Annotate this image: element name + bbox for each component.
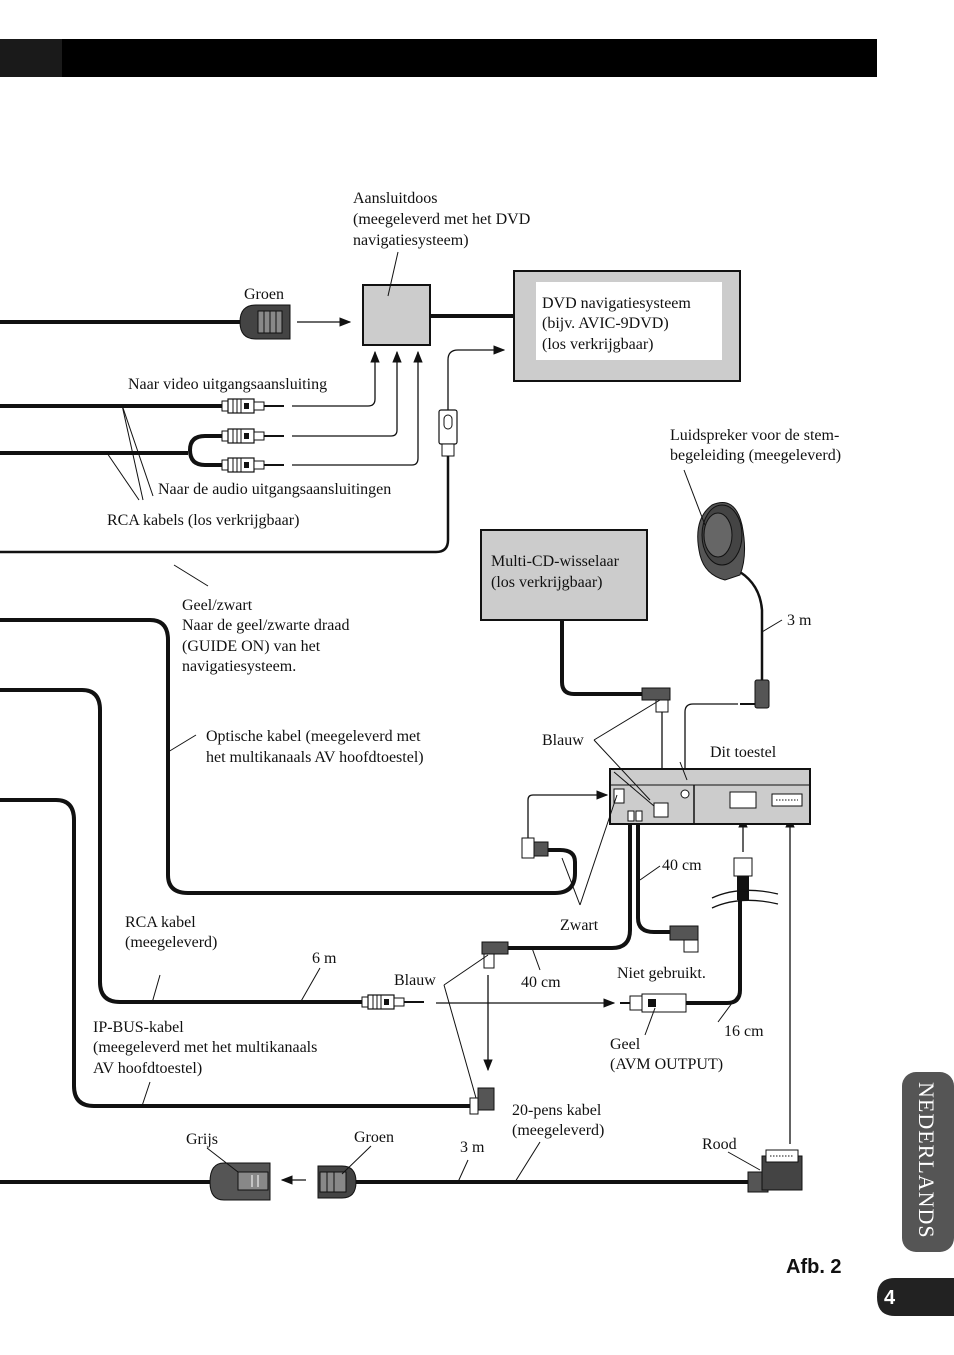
header-tab <box>0 39 62 77</box>
blauw-top-label: Blauw <box>542 732 584 749</box>
green-connector-top <box>239 304 291 340</box>
pin20-label: 20-pens kabel (meegeleverd) <box>512 1102 605 1139</box>
ipbus-plug-mid <box>481 941 509 969</box>
ipbus-cable <box>0 798 470 1108</box>
page-number-badge <box>877 1278 954 1316</box>
rca-6m-cable <box>0 688 362 1004</box>
speaker-label: Luidspreker voor de stem- begeleiding (m… <box>670 427 843 464</box>
speaker <box>697 502 746 581</box>
optical-label: Optische kabel (meegeleverd met het mult… <box>206 728 425 766</box>
geel-zwart-label: Geel/zwart Naar de geel/zwarte draad (GU… <box>182 597 353 675</box>
len-40-a-label: 40 cm <box>662 857 702 874</box>
junction-box-label: Aansluitdoos (meegeleverd met het DVD na… <box>353 190 534 249</box>
figure-label: Afb. 2 <box>786 1256 842 1278</box>
rca-audio-cable <box>0 434 222 467</box>
main-unit <box>609 768 811 825</box>
cable-break <box>711 857 779 909</box>
junction-box <box>362 284 431 346</box>
len-3m-bottom-label: 3 m <box>460 1139 485 1156</box>
rca-plug-audio-1 <box>221 428 285 444</box>
groen-top-label: Groen <box>244 286 284 303</box>
speaker-plug <box>740 679 770 709</box>
niet-gebruikt-label: Niet gebruikt. <box>617 965 706 982</box>
avm-cable <box>686 900 742 1005</box>
dit-toestel-label: Dit toestel <box>710 744 777 761</box>
multi-cd-label: Multi-CD-wisselaar (los verkrijgbaar) <box>491 553 623 591</box>
grey-connector <box>209 1162 271 1201</box>
geel-zwart-wire <box>0 456 450 554</box>
red-20pin-connector <box>747 1149 803 1193</box>
ipbus-label: IP-BUS-kabel (meegeleverd met het multik… <box>93 1019 321 1077</box>
len-6m-label: 6 m <box>312 950 337 967</box>
side-tab-label: NEDERLANDS <box>914 1082 939 1239</box>
grijs-label: Grijs <box>186 1131 218 1148</box>
rca-kabel-label: RCA kabel (meegeleverd) <box>125 914 217 951</box>
rca-plug-video <box>221 398 285 414</box>
speaker-length-label: 3 m <box>787 612 812 629</box>
side-tab <box>902 1072 954 1252</box>
audio-out-label: Naar de audio uitgangsaansluitingen <box>158 481 391 498</box>
unused-plug <box>669 925 699 953</box>
page-number: 4 <box>884 1287 896 1309</box>
rood-label: Rood <box>702 1136 737 1153</box>
optical-plug <box>521 837 549 859</box>
ipbus-end-plug <box>469 1087 495 1115</box>
rca-6m-plug <box>361 994 425 1010</box>
multi-cd-box <box>480 529 648 621</box>
geel-zwart-plug <box>438 409 458 457</box>
avm-plug <box>620 993 687 1013</box>
groen-bottom-label: Groen <box>354 1129 394 1146</box>
multi-cd-plug <box>641 687 671 713</box>
len-40-b-label: 40 cm <box>521 974 561 991</box>
unit-cable-1 <box>508 815 632 950</box>
speaker-cable <box>739 570 764 680</box>
blauw-mid-label: Blauw <box>394 972 436 989</box>
len-16-label: 16 cm <box>724 1023 764 1040</box>
rca-plug-audio-2 <box>221 457 285 473</box>
dvd-nav-label: DVD navigatiesysteem (bijv. AVIC-9DVD) (… <box>542 295 695 353</box>
geel-avm-label: Geel (AVM OUTPUT) <box>610 1036 723 1073</box>
header-bar <box>0 39 877 77</box>
multi-cd-cable <box>560 620 642 696</box>
zwart-label: Zwart <box>560 917 599 934</box>
unit-cable-2 <box>636 815 670 934</box>
video-out-label: Naar video uitgangsaansluiting <box>128 376 327 393</box>
green-connector-bottom <box>317 1165 357 1199</box>
optical-cable <box>0 618 577 895</box>
rca-cables-label: RCA kabels (los verkrijgbaar) <box>107 512 299 529</box>
